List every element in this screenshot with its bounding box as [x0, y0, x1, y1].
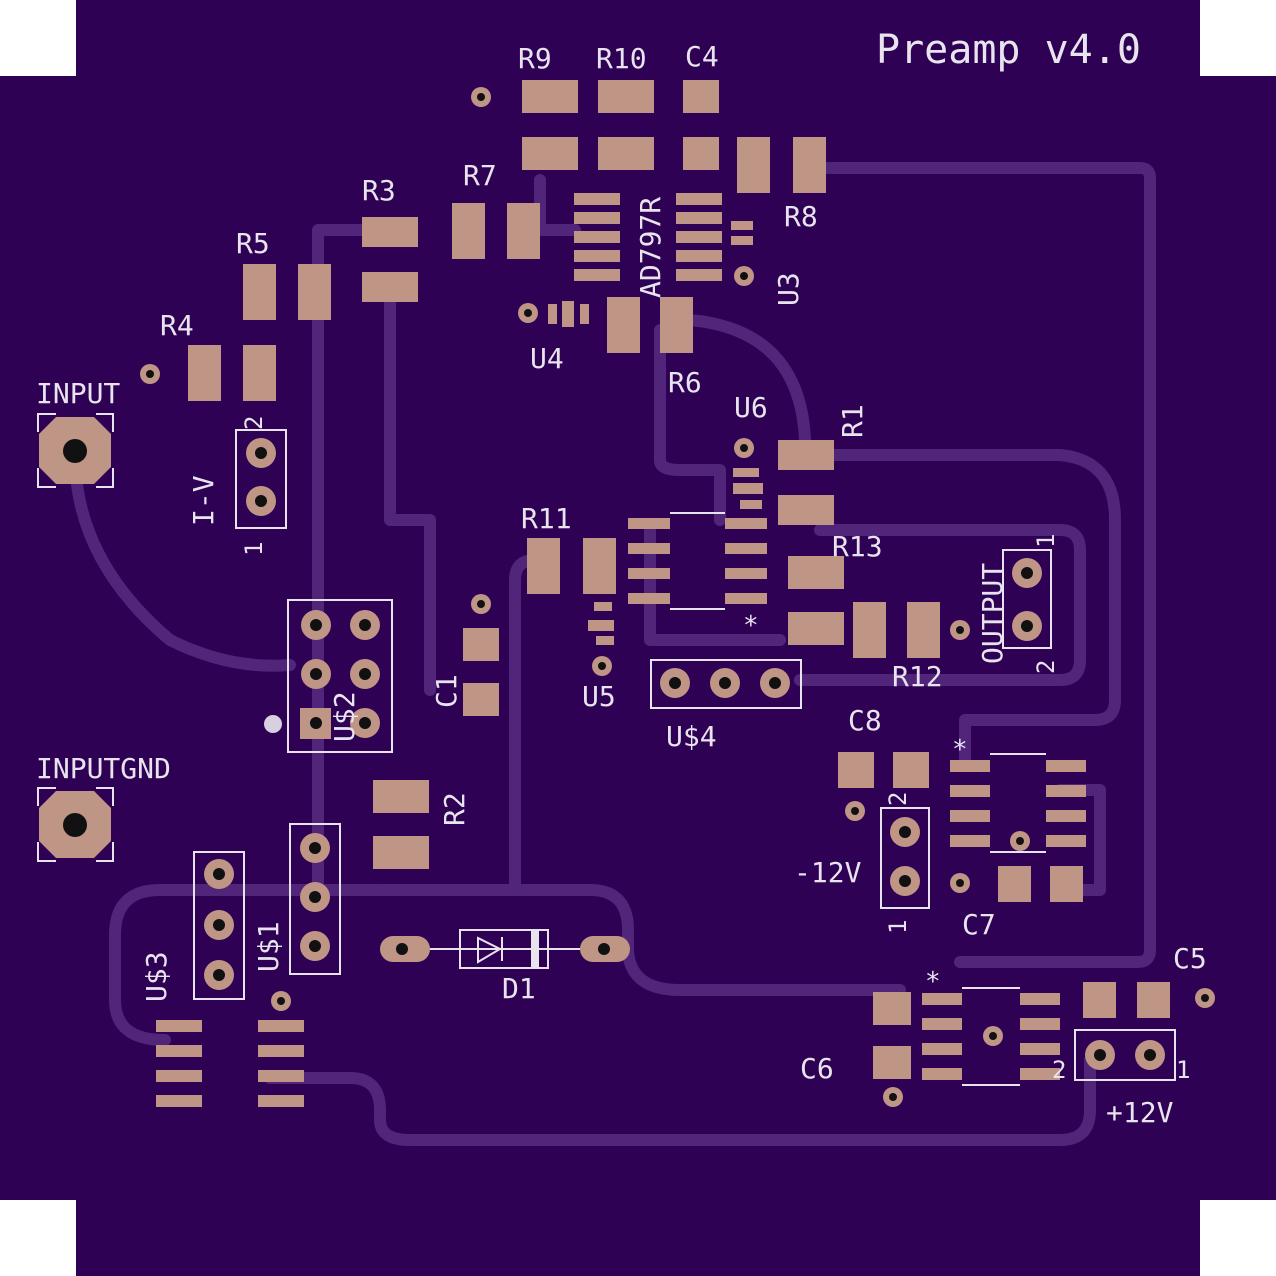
label-iv-pin2: 2 — [240, 416, 268, 430]
label-d1: D1 — [502, 972, 536, 1005]
label-r5: R5 — [236, 227, 270, 260]
label-us3: U$3 — [140, 951, 173, 1002]
label-r1: R1 — [836, 404, 869, 438]
label-pos-pin1: 1 — [1176, 1056, 1190, 1084]
label-iv-pin1: 1 — [240, 542, 268, 556]
label-inputgnd: INPUTGND — [36, 752, 171, 785]
label-r9: R9 — [518, 42, 552, 75]
label-r7: R7 — [463, 159, 497, 192]
label-pos-pin2: 2 — [1052, 1056, 1066, 1084]
label-r8: R8 — [784, 200, 818, 233]
label-c8: C8 — [848, 704, 882, 737]
label-c5: C5 — [1173, 942, 1207, 975]
label-r6: R6 — [668, 366, 702, 399]
label-c6: C6 — [800, 1052, 834, 1085]
label-us2: U$2 — [328, 691, 361, 742]
label-u5: U5 — [582, 680, 616, 713]
label-c7: C7 — [962, 908, 996, 941]
label-c1: C1 — [430, 674, 463, 708]
diode-symbol — [430, 929, 580, 969]
label-r13: R13 — [832, 530, 883, 563]
label-u3: U3 — [772, 272, 805, 306]
label-neg-pin2: 2 — [884, 792, 912, 806]
label-iv: I-V — [187, 475, 220, 526]
label-out-pin1: 1 — [1032, 534, 1060, 548]
silk-labels: Preamp v4.0 R9 R10 C4 R3 R7 R8 AD797R U3… — [36, 27, 1207, 1129]
board-title: Preamp v4.0 — [876, 27, 1141, 73]
label-output: OUTPUT — [976, 563, 1009, 664]
label-r2: R2 — [438, 792, 471, 826]
label-u6: U6 — [734, 391, 768, 424]
label-r12: R12 — [892, 660, 943, 693]
marker-c6: * — [925, 967, 941, 997]
label-neg12: -12V — [794, 856, 862, 889]
label-r3: R3 — [362, 174, 396, 207]
marker-c7: * — [952, 735, 968, 765]
marker-u6: * — [743, 611, 759, 641]
label-us4: U$4 — [666, 720, 717, 753]
label-u4: U4 — [530, 342, 564, 375]
label-input: INPUT — [36, 377, 120, 410]
label-c4: C4 — [685, 40, 719, 73]
label-neg-pin1: 1 — [884, 920, 912, 934]
label-r10: R10 — [596, 42, 647, 75]
label-ad797: AD797R — [634, 197, 667, 298]
label-out-pin2: 2 — [1032, 660, 1060, 674]
label-us1: U$1 — [252, 921, 285, 972]
silk-outlines — [37, 413, 1176, 1086]
label-pos12: +12V — [1106, 1096, 1174, 1129]
label-r11: R11 — [521, 502, 572, 535]
label-r4: R4 — [160, 309, 194, 342]
through-hole-pads — [39, 87, 1215, 1107]
smd-pads — [156, 80, 1170, 1107]
